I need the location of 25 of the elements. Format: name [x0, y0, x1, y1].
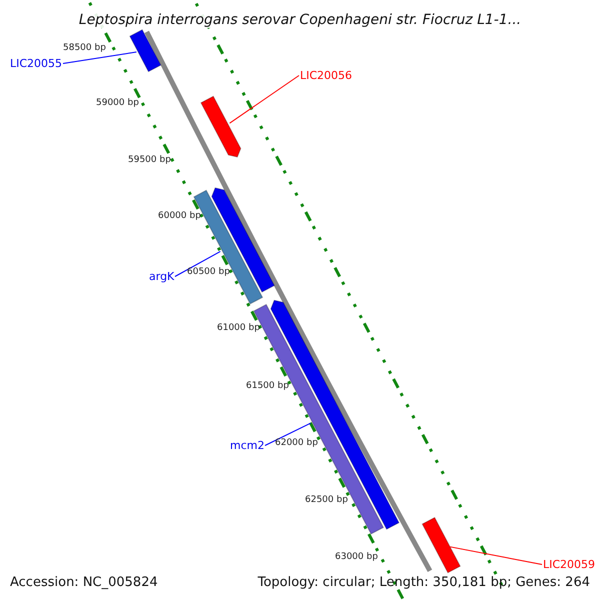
- position-label: 60500 bp: [187, 268, 230, 277]
- gene-label: LIC20055: [10, 58, 62, 69]
- leader-line: [229, 75, 300, 124]
- gene-label: LIC20059: [543, 559, 596, 570]
- position-label: 62500 bp: [305, 496, 348, 505]
- accession-text: Accession: NC_005824: [10, 576, 158, 589]
- leader-line: [450, 546, 542, 565]
- summary-text: Topology: circular; Length: 350,181 bp; Genes: 264: [258, 576, 590, 589]
- position-label: 63000 bp: [335, 553, 378, 562]
- position-label: 58500 bp: [63, 44, 106, 53]
- leader-line: [174, 250, 221, 277]
- position-label: 61000 bp: [217, 324, 260, 333]
- gene-label: mcm2: [230, 440, 264, 451]
- position-label: 59000 bp: [96, 99, 139, 108]
- gene-arrow: [200, 96, 242, 158]
- position-label: 60000 bp: [158, 212, 201, 221]
- gene-arrow: [129, 29, 162, 72]
- gene-label: argK: [149, 271, 174, 282]
- position-label: 61500 bp: [246, 382, 289, 391]
- leader-line: [62, 52, 137, 64]
- gene-label: LIC20056: [300, 70, 352, 81]
- position-label: 59500 bp: [128, 156, 171, 165]
- leader-line: [264, 422, 312, 446]
- position-label: 62000 bp: [275, 439, 318, 448]
- gene-arrow: [422, 516, 461, 574]
